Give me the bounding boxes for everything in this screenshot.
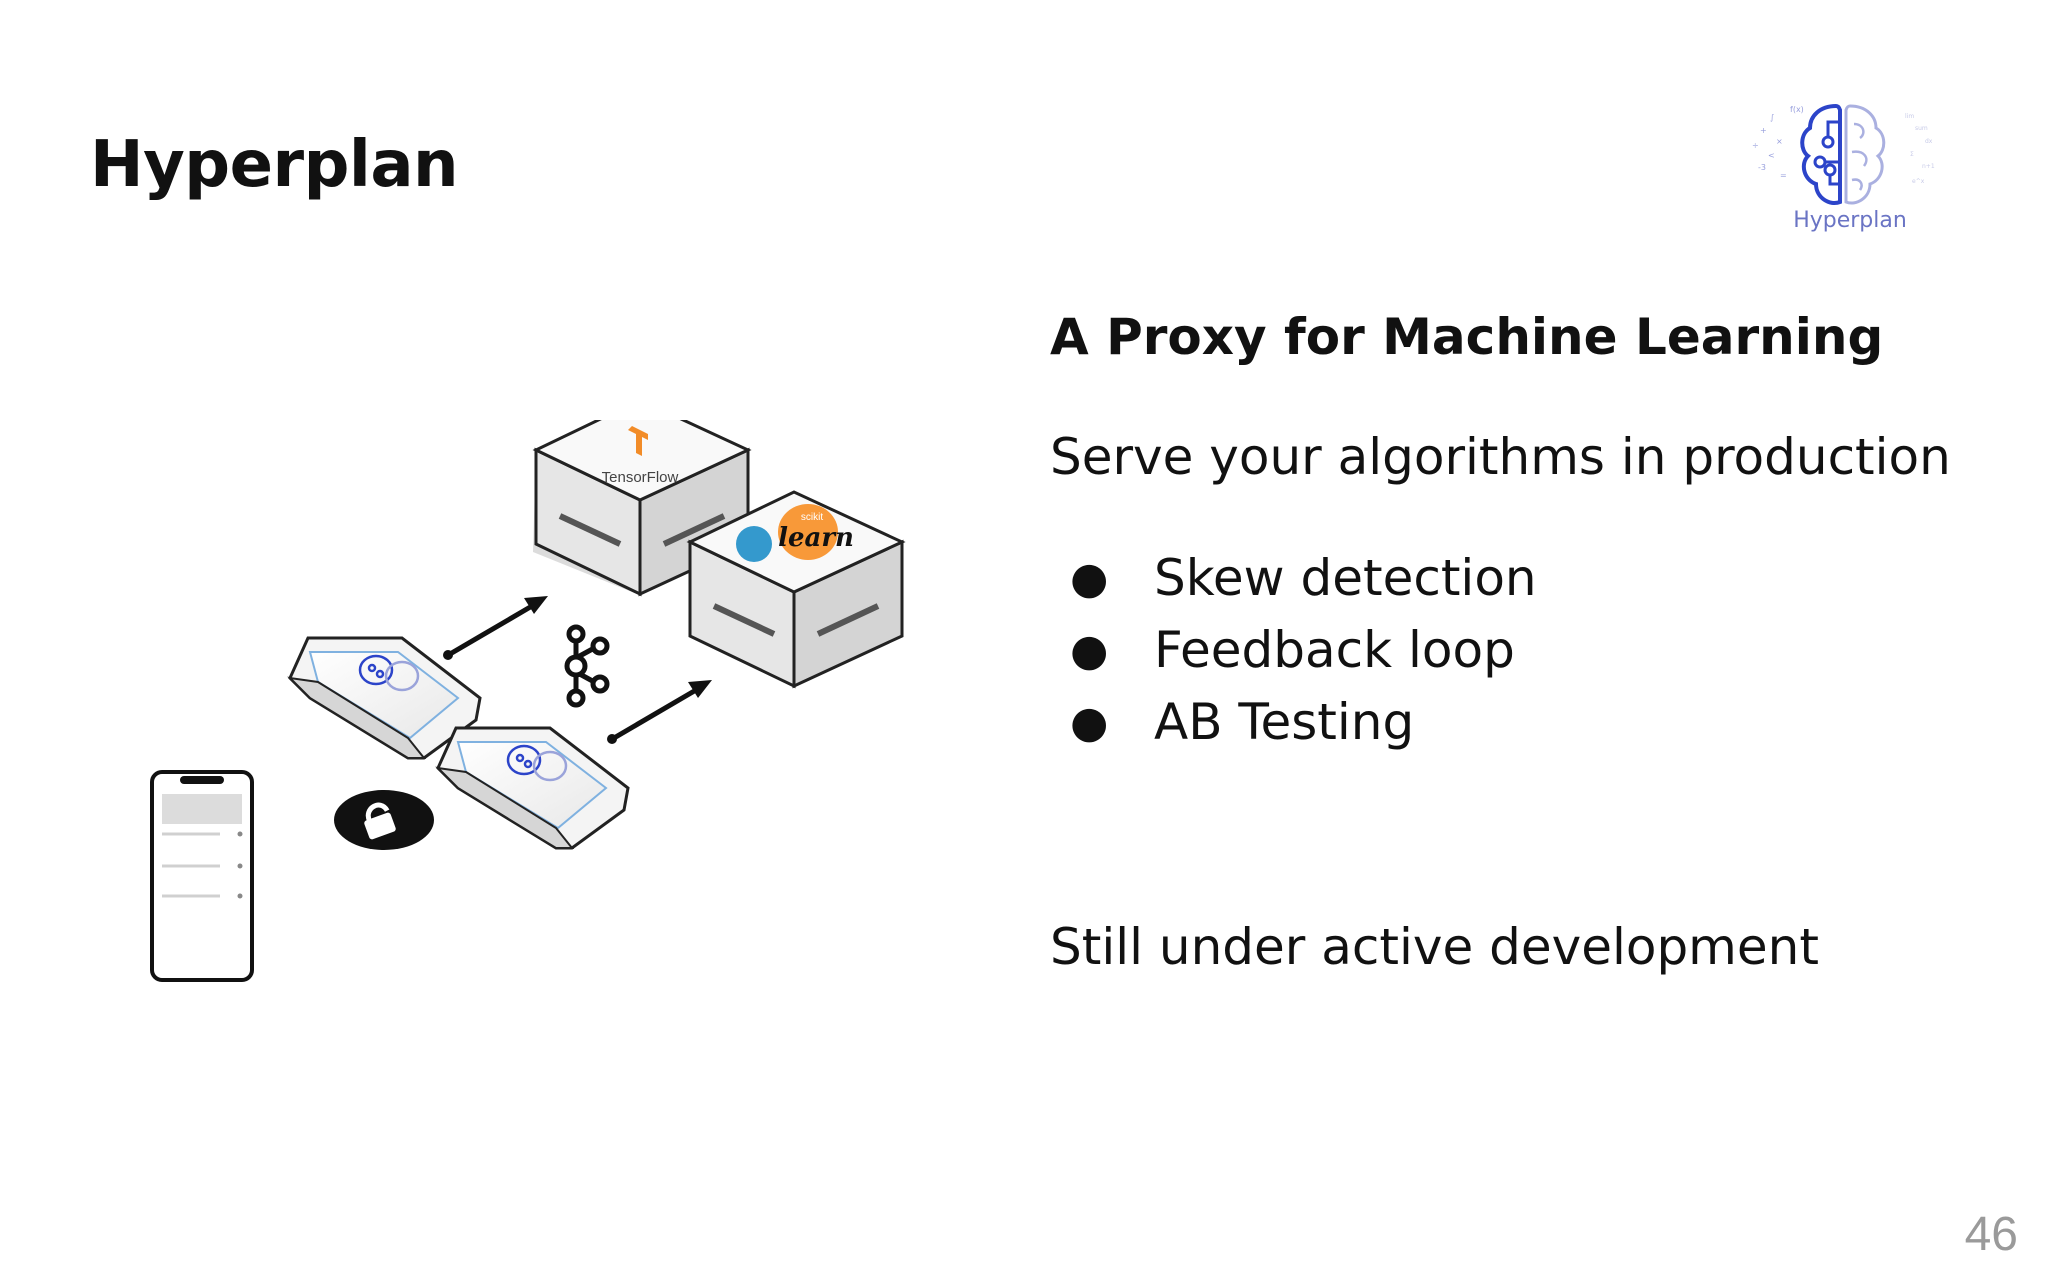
sklearn-small-label: scikit	[801, 512, 823, 523]
bullet-marker: ●	[1070, 552, 1109, 604]
architecture-diagram: TensorFlow scikit learn	[150, 420, 906, 982]
kafka-icon	[564, 624, 610, 708]
section-subtitle: A Proxy for Machine Learning	[1050, 308, 1884, 366]
svg-text:f(x): f(x)	[1790, 105, 1804, 114]
list-item: ● Skew detection	[1050, 542, 1537, 614]
list-item: ● AB Testing	[1050, 686, 1537, 758]
svg-text:Σ: Σ	[1910, 151, 1914, 158]
phone-icon	[150, 770, 254, 982]
sklearn-icon: scikit learn	[736, 504, 854, 562]
svg-text:-3: -3	[1758, 163, 1766, 172]
svg-text:×: ×	[1776, 137, 1783, 146]
bullet-text: AB Testing	[1154, 693, 1415, 751]
svg-text:+: +	[1760, 126, 1767, 135]
brain-icon	[435, 726, 630, 850]
logo-label: Hyperplan	[1793, 208, 1907, 233]
svg-text:÷: ÷	[1752, 141, 1759, 150]
sklearn-box: scikit learn	[686, 490, 906, 689]
tensorflow-label: TensorFlow	[602, 469, 679, 486]
status-note: Still under active development	[1050, 918, 1819, 976]
list-item: ● Feedback loop	[1050, 614, 1537, 686]
arrow-icon	[607, 680, 712, 744]
page-number: 46	[1964, 1208, 2018, 1261]
svg-text:dx: dx	[1925, 138, 1933, 145]
bullet-text: Feedback loop	[1154, 621, 1515, 679]
brain-icon	[287, 636, 482, 760]
svg-text:sum: sum	[1915, 125, 1928, 132]
lead-text: Serve your algorithms in production	[1050, 428, 1951, 486]
arrow-icon	[443, 596, 548, 660]
svg-text:lim: lim	[1905, 113, 1914, 120]
tensorflow-box: TensorFlow	[532, 420, 752, 597]
slide-title: Hyperplan	[90, 128, 459, 202]
svg-text:e^x: e^x	[1912, 178, 1925, 185]
tensorflow-icon	[628, 426, 648, 456]
svg-text:∫: ∫	[1770, 113, 1774, 122]
sklearn-label: learn	[778, 523, 854, 553]
lock-icon	[334, 790, 434, 850]
bullet-marker: ●	[1070, 624, 1109, 676]
feature-list: ● Skew detection ● Feedback loop ● AB Te…	[1050, 542, 1537, 758]
svg-text:=: =	[1780, 171, 1787, 180]
svg-text:<: <	[1768, 151, 1775, 160]
svg-text:n+1: n+1	[1922, 163, 1935, 170]
bullet-text: Skew detection	[1154, 549, 1537, 607]
bullet-marker: ●	[1070, 696, 1109, 748]
